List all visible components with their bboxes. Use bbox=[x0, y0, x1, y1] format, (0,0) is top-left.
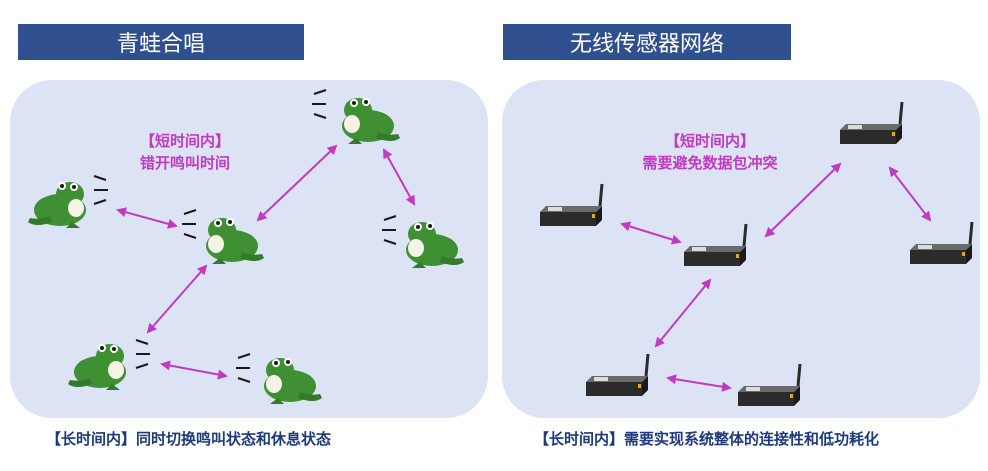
sensor-node-icon bbox=[838, 100, 904, 146]
left-short-term-label: 【短时间内】 bbox=[139, 132, 230, 150]
double-arrow bbox=[654, 278, 712, 348]
sensor-node-icon bbox=[736, 362, 802, 408]
double-arrow bbox=[620, 221, 682, 245]
double-arrow bbox=[160, 360, 228, 380]
right-short-term-text: 需要避免数据包冲突 bbox=[642, 154, 778, 172]
double-arrow bbox=[383, 148, 415, 206]
right-short-term-label: 【短时间内】 bbox=[664, 132, 755, 150]
frog-icon bbox=[28, 182, 86, 228]
double-arrow bbox=[116, 207, 178, 229]
left-short-term-text: 错开鸣叫时间 bbox=[139, 154, 230, 172]
sensor-node-icon bbox=[538, 182, 604, 228]
right-title-bar: 无线传感器网络 bbox=[503, 24, 791, 60]
left-title: 青蛙合唱 bbox=[116, 32, 205, 57]
double-arrow bbox=[256, 144, 338, 222]
double-arrow bbox=[146, 264, 208, 334]
double-arrow bbox=[764, 162, 842, 238]
frog-icon bbox=[342, 98, 400, 144]
right-long-term-caption: 【长时间内】需要实现系统整体的连接性和低功耗化 bbox=[534, 430, 880, 448]
frog-icon bbox=[264, 358, 322, 404]
frog-icon bbox=[406, 222, 464, 268]
frog-icon bbox=[206, 218, 264, 264]
sensor-node-icon bbox=[908, 220, 974, 266]
sensor-node-icon bbox=[682, 222, 748, 268]
right-short-term-note: 【短时间内】 需要避免数据包冲突 bbox=[620, 130, 800, 174]
double-arrow bbox=[888, 166, 932, 222]
left-title-bar: 青蛙合唱 bbox=[18, 24, 304, 60]
right-title: 无线传感器网络 bbox=[569, 32, 724, 57]
left-short-term-note: 【短时间内】 错开鸣叫时间 bbox=[120, 130, 250, 174]
frog-icon bbox=[68, 344, 126, 390]
left-long-term-caption: 【长时间内】同时切换鸣叫状态和休息状态 bbox=[46, 430, 332, 448]
double-arrow bbox=[666, 374, 732, 392]
sensor-node-icon bbox=[584, 352, 650, 398]
